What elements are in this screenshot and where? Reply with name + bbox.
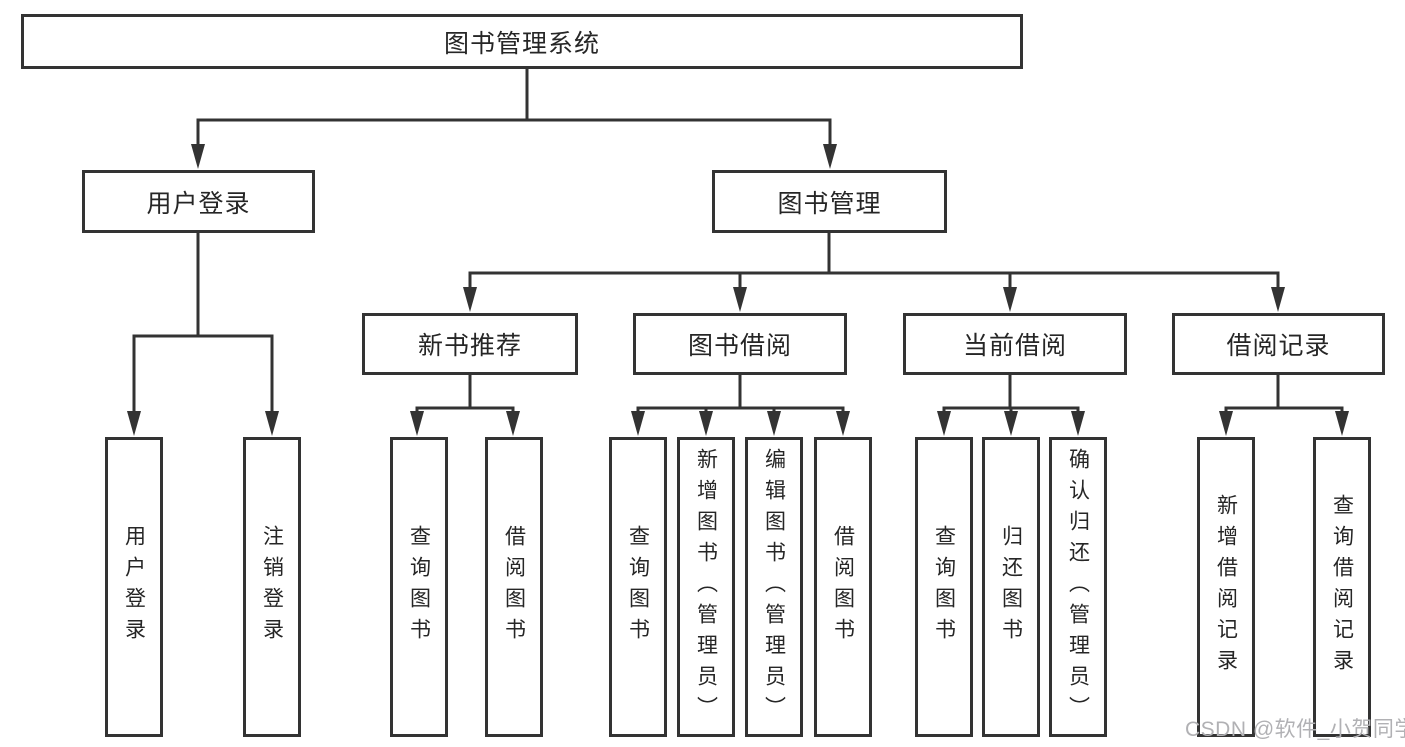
- leaf-query-borrow-record-label: 查询借阅记录: [1330, 494, 1354, 680]
- leaf-edit-book-admin-label: 编辑图书（管理员）: [762, 447, 786, 727]
- leaf-query-borrow-record: 查询借阅记录: [1313, 437, 1371, 737]
- leaf-query-books-recommend: 查询图书: [390, 437, 448, 737]
- leaf-logout: 注销登录: [243, 437, 301, 737]
- leaf-logout-label: 注销登录: [260, 525, 284, 649]
- leaf-return-book: 归还图书: [982, 437, 1040, 737]
- leaf-user-login: 用户登录: [105, 437, 163, 737]
- leaf-borrow-books-borrow: 借阅图书: [814, 437, 872, 737]
- node-user-login-label: 用户登录: [146, 189, 251, 218]
- node-user-login: 用户登录: [82, 170, 315, 233]
- node-new-book-recommend-label: 新书推荐: [417, 332, 522, 360]
- node-root-label: 图书管理系统: [443, 29, 600, 58]
- node-current-borrow-label: 当前借阅: [962, 332, 1067, 360]
- watermark: CSDN @软件_小贺同学: [1185, 718, 1405, 741]
- leaf-borrow-books-borrow-label: 借阅图书: [831, 525, 855, 649]
- node-book-borrow-label: 图书借阅: [687, 332, 792, 360]
- node-current-borrow: 当前借阅: [903, 313, 1127, 375]
- leaf-return-book-label: 归还图书: [999, 525, 1023, 649]
- node-borrow-records: 借阅记录: [1172, 313, 1385, 375]
- leaf-confirm-return-admin: 确认归还（管理员）: [1049, 437, 1107, 737]
- arrowheads: [127, 144, 1349, 436]
- leaf-user-login-label: 用户登录: [122, 525, 146, 649]
- node-new-book-recommend: 新书推荐: [362, 313, 578, 375]
- leaf-borrow-books-recommend-label: 借阅图书: [502, 525, 526, 649]
- leaf-query-books-current: 查询图书: [915, 437, 973, 737]
- leaf-add-book-admin-label: 新增图书（管理员）: [694, 447, 718, 727]
- node-book-management: 图书管理: [712, 170, 947, 233]
- leaf-add-borrow-record: 新增借阅记录: [1197, 437, 1255, 737]
- leaf-query-books-current-label: 查询图书: [932, 525, 956, 649]
- leaf-add-borrow-record-label: 新增借阅记录: [1214, 494, 1238, 680]
- leaf-add-book-admin: 新增图书（管理员）: [677, 437, 735, 737]
- node-root: 图书管理系统: [21, 14, 1023, 69]
- node-borrow-records-label: 借阅记录: [1226, 332, 1331, 360]
- leaf-edit-book-admin: 编辑图书（管理员）: [745, 437, 803, 737]
- leaf-query-books-recommend-label: 查询图书: [407, 525, 431, 649]
- leaf-confirm-return-admin-label: 确认归还（管理员）: [1066, 447, 1090, 727]
- node-book-management-label: 图书管理: [777, 189, 882, 218]
- leaf-borrow-books-recommend: 借阅图书: [485, 437, 543, 737]
- node-book-borrow: 图书借阅: [633, 313, 847, 375]
- leaf-query-books-borrow: 查询图书: [609, 437, 667, 737]
- leaf-query-books-borrow-label: 查询图书: [626, 525, 650, 649]
